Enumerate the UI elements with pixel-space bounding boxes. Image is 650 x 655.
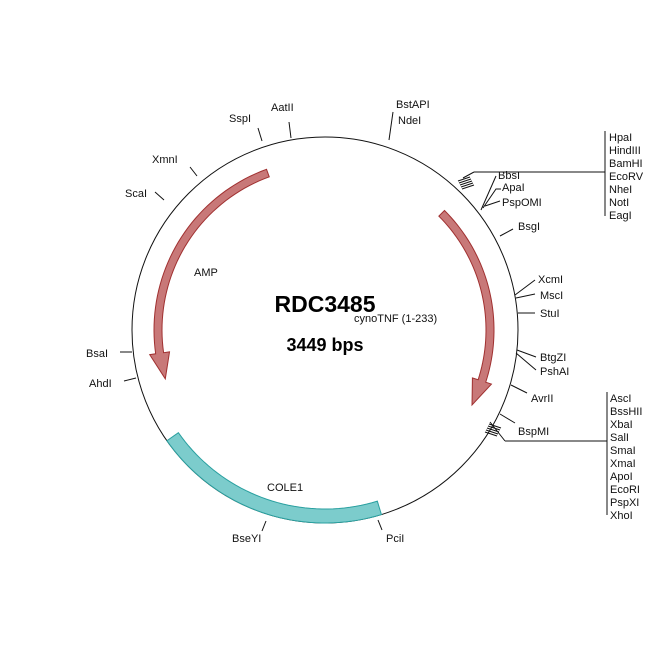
svg-text:BsaI: BsaI — [86, 348, 108, 360]
site-bsgi: BsgI — [499, 221, 540, 237]
cluster-site-label: XhoI — [610, 510, 633, 522]
site-stui: StuI — [518, 308, 560, 320]
svg-text:PshAI: PshAI — [540, 366, 569, 378]
site-bsai: BsaI — [86, 348, 132, 360]
site-avrii: AvrII — [510, 384, 553, 405]
svg-text:StuI: StuI — [540, 308, 560, 320]
svg-text:SspI: SspI — [229, 113, 251, 125]
cluster-site-label: EcoRI — [610, 484, 640, 496]
svg-text:BtgZI: BtgZI — [540, 352, 566, 364]
svg-text:NdeI: NdeI — [398, 115, 421, 127]
feature-label-cole1: COLE1 — [267, 482, 303, 494]
cluster-site-label: HindIII — [609, 145, 641, 157]
svg-text:BbsI: BbsI — [498, 170, 520, 182]
svg-text:BsgI: BsgI — [518, 221, 540, 233]
cluster-site-label: AscI — [610, 393, 631, 405]
cluster-site-label: SmaI — [610, 445, 636, 457]
cluster-site-label: EcoRV — [609, 171, 644, 183]
cluster-site-label: NheI — [609, 184, 632, 196]
svg-text:ApaI: ApaI — [502, 182, 525, 194]
site-bbsi-apai-pspomi: BbsI ApaI PspOMI — [480, 170, 542, 211]
cluster-site-label: XmaI — [610, 458, 636, 470]
cluster-site-label: PspXI — [610, 497, 639, 509]
feature-label-cynotnf: cynoTNF (1-233) — [354, 313, 437, 325]
cluster-site-label: BssHII — [610, 406, 642, 418]
site-xcmi-msci: XcmI MscI — [514, 274, 563, 302]
cluster-site-label: NotI — [609, 197, 629, 209]
cluster-site-label: HpaI — [609, 132, 632, 144]
site-cluster-bottom: AscIBssHIIXbaISalISmaIXmaIApoIEcoRIPspXI… — [484, 392, 642, 522]
cluster-site-label: SalI — [610, 432, 629, 444]
site-bspmi: BspMI — [499, 413, 549, 438]
cole1-feature-band — [166, 431, 383, 524]
feature-label-amp: AMP — [194, 267, 218, 279]
site-sspi: SspI — [229, 113, 263, 142]
cluster-site-label: ApoI — [610, 471, 633, 483]
site-pcii: PciI — [377, 519, 404, 545]
svg-text:XmnI: XmnI — [152, 154, 178, 166]
svg-text:BseYI: BseYI — [232, 533, 261, 545]
site-aatii: AatII — [271, 102, 294, 139]
svg-text:MscI: MscI — [540, 290, 563, 302]
site-bseyi: BseYI — [232, 520, 267, 545]
svg-text:BspMI: BspMI — [518, 426, 549, 438]
amp-feature-arrow — [148, 168, 270, 381]
site-scai: ScaI — [125, 188, 165, 201]
svg-text:BstAPI: BstAPI — [396, 99, 430, 111]
cluster-site-label: XbaI — [610, 419, 633, 431]
svg-text:PspOMI: PspOMI — [502, 197, 542, 209]
plasmid-name: RDC3485 — [275, 291, 376, 317]
svg-text:PciI: PciI — [386, 533, 404, 545]
plasmid-size: 3449 bps — [286, 335, 363, 355]
site-xmni: XmnI — [152, 154, 198, 177]
svg-text:AatII: AatII — [271, 102, 294, 114]
svg-text:AhdI: AhdI — [89, 378, 112, 390]
site-btgzi-pshai: BtgZI PshAI — [515, 349, 569, 378]
site-bstapi-ndei: BstAPI NdeI — [388, 99, 430, 141]
svg-text:AvrII: AvrII — [531, 393, 553, 405]
cluster-site-label: BamHI — [609, 158, 643, 170]
svg-text:ScaI: ScaI — [125, 188, 147, 200]
cynotnf-feature-arrow — [438, 209, 495, 407]
cluster-site-label: EagI — [609, 210, 632, 222]
site-ahdi: AhdI — [89, 377, 137, 390]
svg-text:XcmI: XcmI — [538, 274, 563, 286]
